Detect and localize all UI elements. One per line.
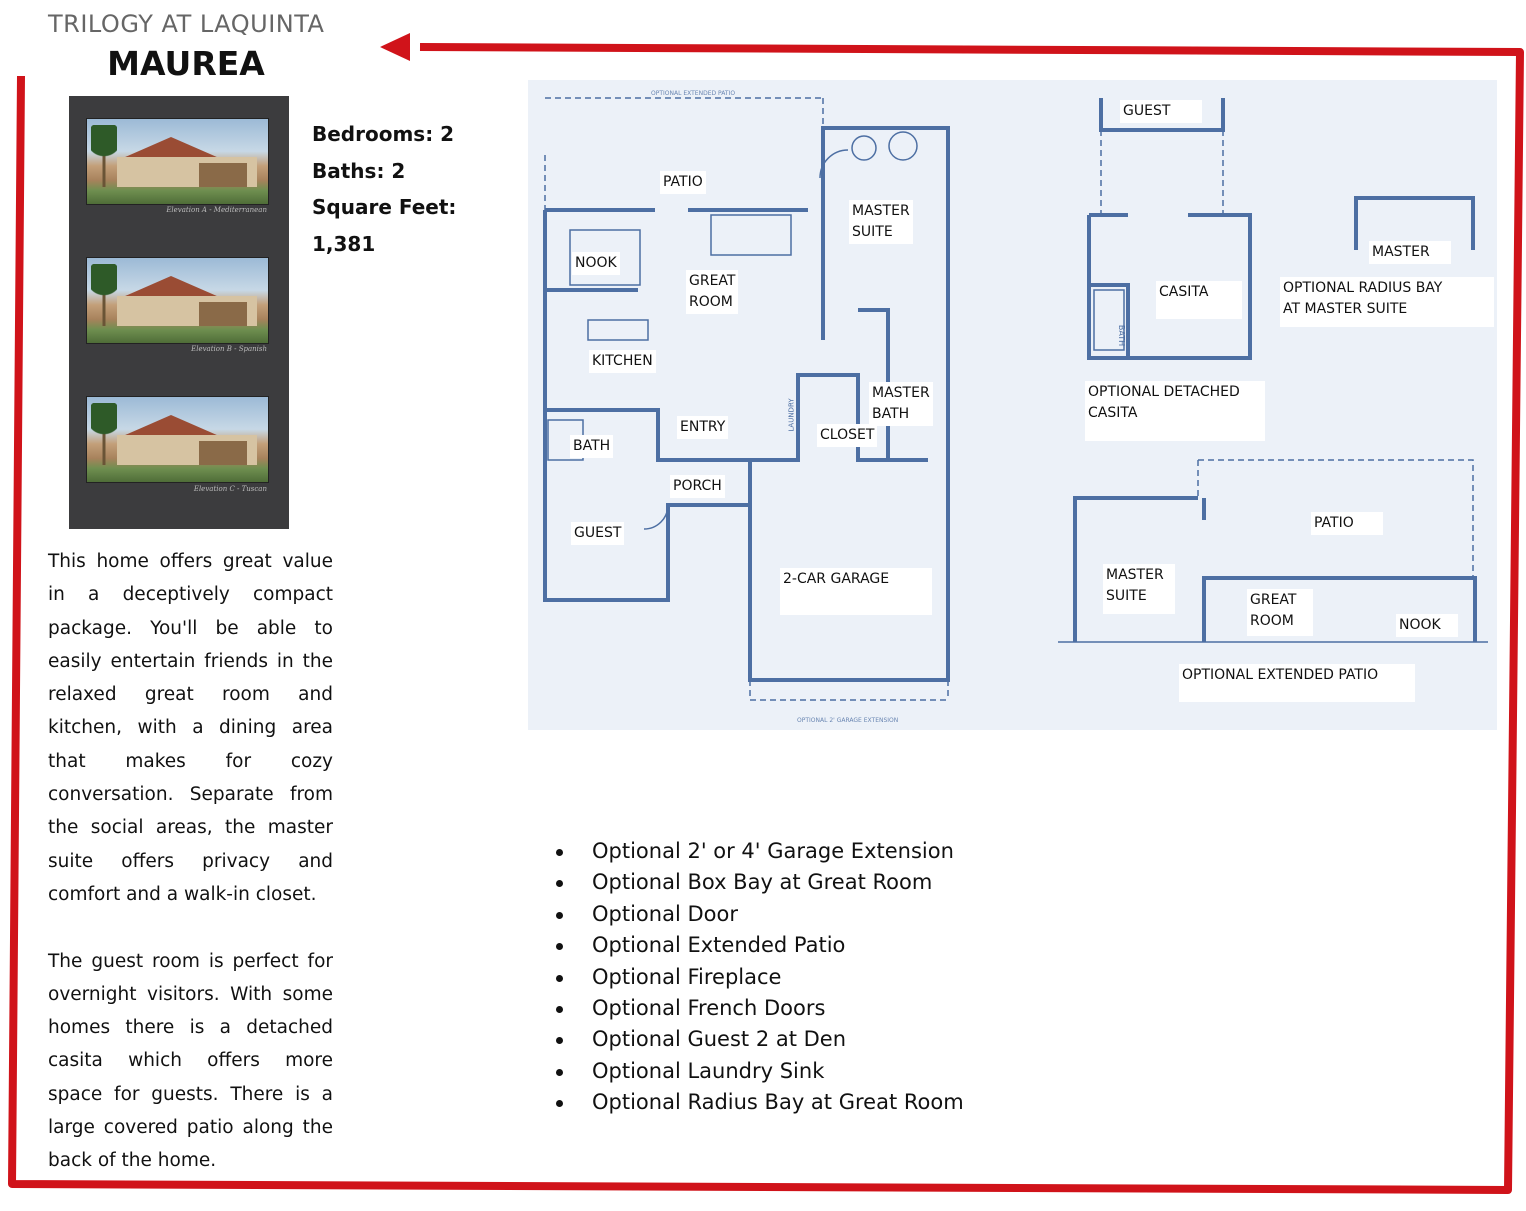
garage-label: 2-CAR GARAGE xyxy=(780,568,932,615)
brochure-image: Elevation A - Mediterranean Elevation B … xyxy=(69,96,289,529)
sqft-value: 1,381 xyxy=(312,231,376,256)
guest-option-label: GUEST xyxy=(1120,100,1202,123)
entry-label: ENTRY xyxy=(677,416,729,439)
community-name: TRILOGY AT LAQUINTA xyxy=(48,10,325,38)
option-item: Optional Laundry Sink xyxy=(555,1056,964,1087)
option-item: Optional French Doors xyxy=(555,993,964,1024)
arrow-head-icon xyxy=(380,33,410,61)
elevation-c-image xyxy=(86,396,269,483)
description-paragraph: This home offers great value in a decept… xyxy=(48,551,333,905)
home-description: This home offers great value in a decept… xyxy=(48,545,333,1211)
bath-label: BATH xyxy=(570,435,614,458)
bedrooms-stat: Bedrooms: 2 xyxy=(312,122,455,146)
ext-patio-label: PATIO xyxy=(1311,512,1383,535)
porch-label: PORCH xyxy=(670,475,725,498)
kitchen-label: KITCHEN xyxy=(589,350,656,373)
option-item: Optional Fireplace xyxy=(555,962,964,993)
option-item: Optional 2' or 4' Garage Extension xyxy=(555,836,964,867)
casita-label: CASITA xyxy=(1156,281,1242,319)
closet-label: CLOSET xyxy=(817,424,878,447)
great-room-label: GREAT ROOM xyxy=(686,270,739,314)
ext-nook-label: NOOK xyxy=(1396,614,1458,637)
elevation-a-image xyxy=(86,118,269,205)
ext-patio-caption: OPTIONAL EXTENDED PATIO xyxy=(1179,664,1415,702)
baths-stat: Baths: 2 xyxy=(312,158,406,183)
elevation-b-image xyxy=(86,257,269,344)
elevation-caption: Elevation B - Spanish xyxy=(191,345,267,353)
casita-caption: OPTIONAL DETACHED CASITA xyxy=(1085,381,1265,441)
home-specs: Bedrooms: 2 Baths: 2 Square Feet: 1,381 xyxy=(312,116,456,262)
nook-label: NOOK xyxy=(572,252,620,275)
radius-master-label: MASTER xyxy=(1369,241,1451,264)
patio-label: PATIO xyxy=(660,171,706,194)
floor-plan-drawing xyxy=(543,97,1488,701)
ext-great-room-label: GREAT ROOM xyxy=(1247,589,1313,636)
floor-plan: PATIO MASTER SUITE NOOK GREAT ROOM KITCH… xyxy=(528,80,1497,730)
guest-label: GUEST xyxy=(571,522,625,545)
ext-master-suite-label: MASTER SUITE xyxy=(1103,564,1175,614)
option-item: Optional Door xyxy=(555,899,964,930)
master-bath-label: MASTER BATH xyxy=(869,382,933,426)
elevation-caption: Elevation C - Tuscan xyxy=(193,485,267,493)
radius-bay-caption: OPTIONAL RADIUS BAY AT MASTER SUITE xyxy=(1280,277,1494,327)
option-item: Optional Box Bay at Great Room xyxy=(555,867,964,898)
description-paragraph: The guest room is perfect for overnight … xyxy=(48,950,333,1172)
option-item: Optional Guest 2 at Den xyxy=(555,1024,964,1055)
extended-patio-note: OPTIONAL EXTENDED PATIO xyxy=(651,90,736,97)
laundry-note: LAUNDRY xyxy=(787,398,796,432)
option-item: Optional Extended Patio xyxy=(555,930,964,961)
model-title: MAUREA xyxy=(107,44,265,83)
master-suite-label: MASTER SUITE xyxy=(849,200,913,244)
option-item: Optional Radius Bay at Great Room xyxy=(555,1087,964,1118)
garage-extension-note: OPTIONAL 2' GARAGE EXTENSION xyxy=(797,717,899,724)
options-list: Optional 2' or 4' Garage Extension Optio… xyxy=(555,836,964,1119)
elevation-caption: Elevation A - Mediterranean xyxy=(166,206,267,214)
casita-bath-label: BATH xyxy=(1117,324,1127,347)
sqft-label: Square Feet: xyxy=(312,195,457,219)
